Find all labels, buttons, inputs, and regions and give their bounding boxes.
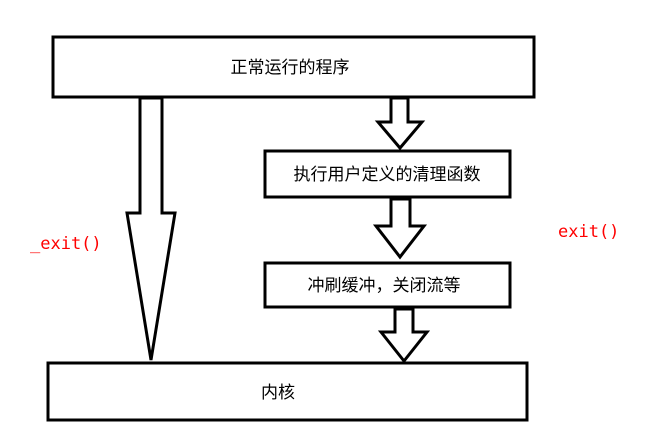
- node-cleanup-label: 执行用户定义的清理函数: [294, 165, 481, 185]
- arrow-flush-to-kernel: [377, 307, 431, 364]
- arrow-cleanup-to-flush: [372, 197, 428, 260]
- node-flush-box: [263, 261, 512, 309]
- node-cleanup-box: [263, 149, 512, 199]
- node-flush-label: 冲刷缓冲，关闭流等: [308, 276, 461, 296]
- node-flush: 冲刷缓冲，关闭流等: [263, 261, 512, 309]
- label-exit-direct: _exit(): [30, 234, 102, 254]
- node-program: 正常运行的程序: [51, 35, 536, 99]
- arrow-exit-direct: [125, 96, 177, 361]
- node-program-label: 正常运行的程序: [231, 58, 350, 78]
- node-program-box: [51, 35, 536, 99]
- label-exit-normal: exit(): [558, 222, 619, 242]
- node-kernel: 内核: [46, 361, 529, 422]
- node-kernel-box: [46, 361, 529, 422]
- node-cleanup: 执行用户定义的清理函数: [263, 149, 512, 199]
- node-kernel-label: 内核: [261, 383, 295, 403]
- arrow-program-to-cleanup: [374, 96, 426, 151]
